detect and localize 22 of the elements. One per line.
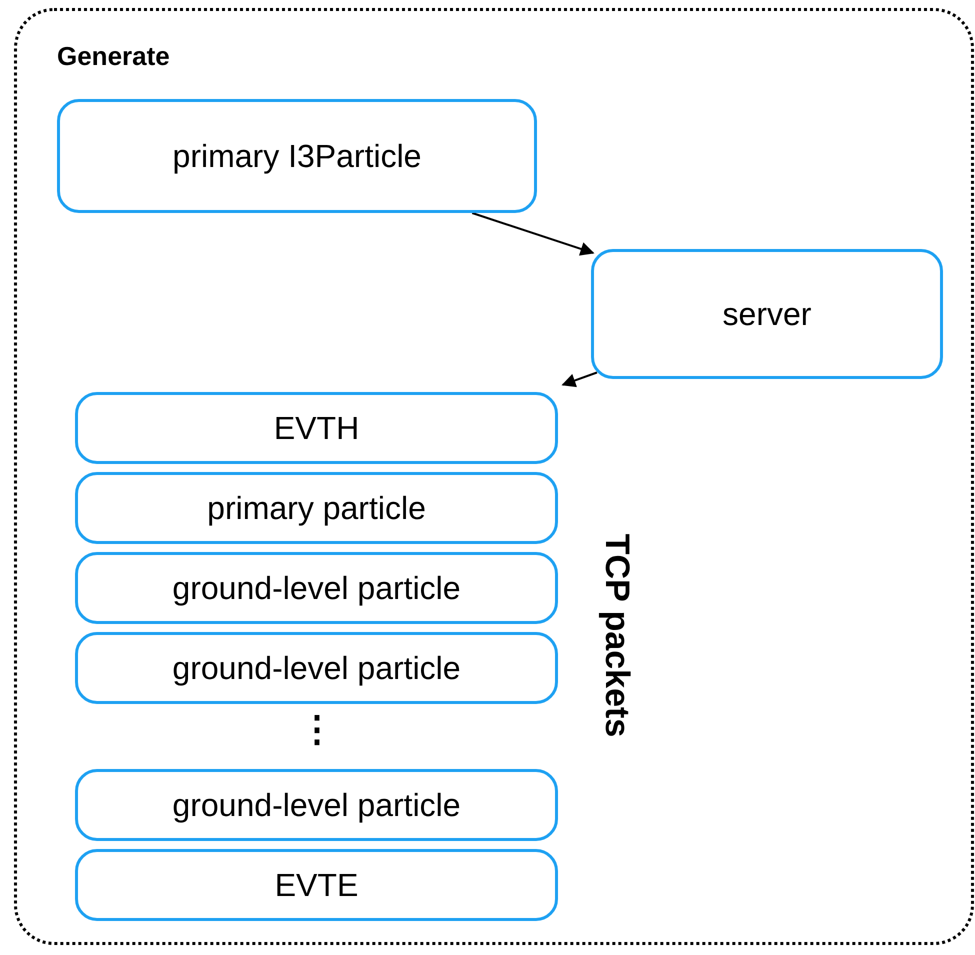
process-box bbox=[75, 632, 558, 704]
process-box bbox=[75, 472, 558, 544]
arrow bbox=[562, 372, 598, 388]
process-box bbox=[75, 849, 558, 921]
box-label: EVTE bbox=[274, 866, 358, 905]
box-label: EVTH bbox=[274, 409, 360, 448]
vertical-label: TCP packets bbox=[601, 532, 633, 739]
box-label: primary I3Particle bbox=[172, 137, 422, 176]
group-title: Generate bbox=[57, 40, 170, 73]
group-container bbox=[14, 8, 974, 945]
box-label: server bbox=[722, 295, 812, 334]
process-box bbox=[75, 769, 558, 841]
box-label: primary particle bbox=[207, 489, 426, 528]
box-label: ground-level particle bbox=[172, 786, 461, 825]
arrow bbox=[472, 212, 594, 256]
process-box bbox=[75, 392, 558, 464]
box-label: ground-level particle bbox=[172, 569, 461, 608]
ellipsis-label: ⋮ bbox=[299, 711, 335, 747]
process-box bbox=[75, 552, 558, 624]
process-box bbox=[591, 249, 943, 379]
box-label: ground-level particle bbox=[172, 649, 461, 688]
process-box bbox=[57, 99, 537, 213]
